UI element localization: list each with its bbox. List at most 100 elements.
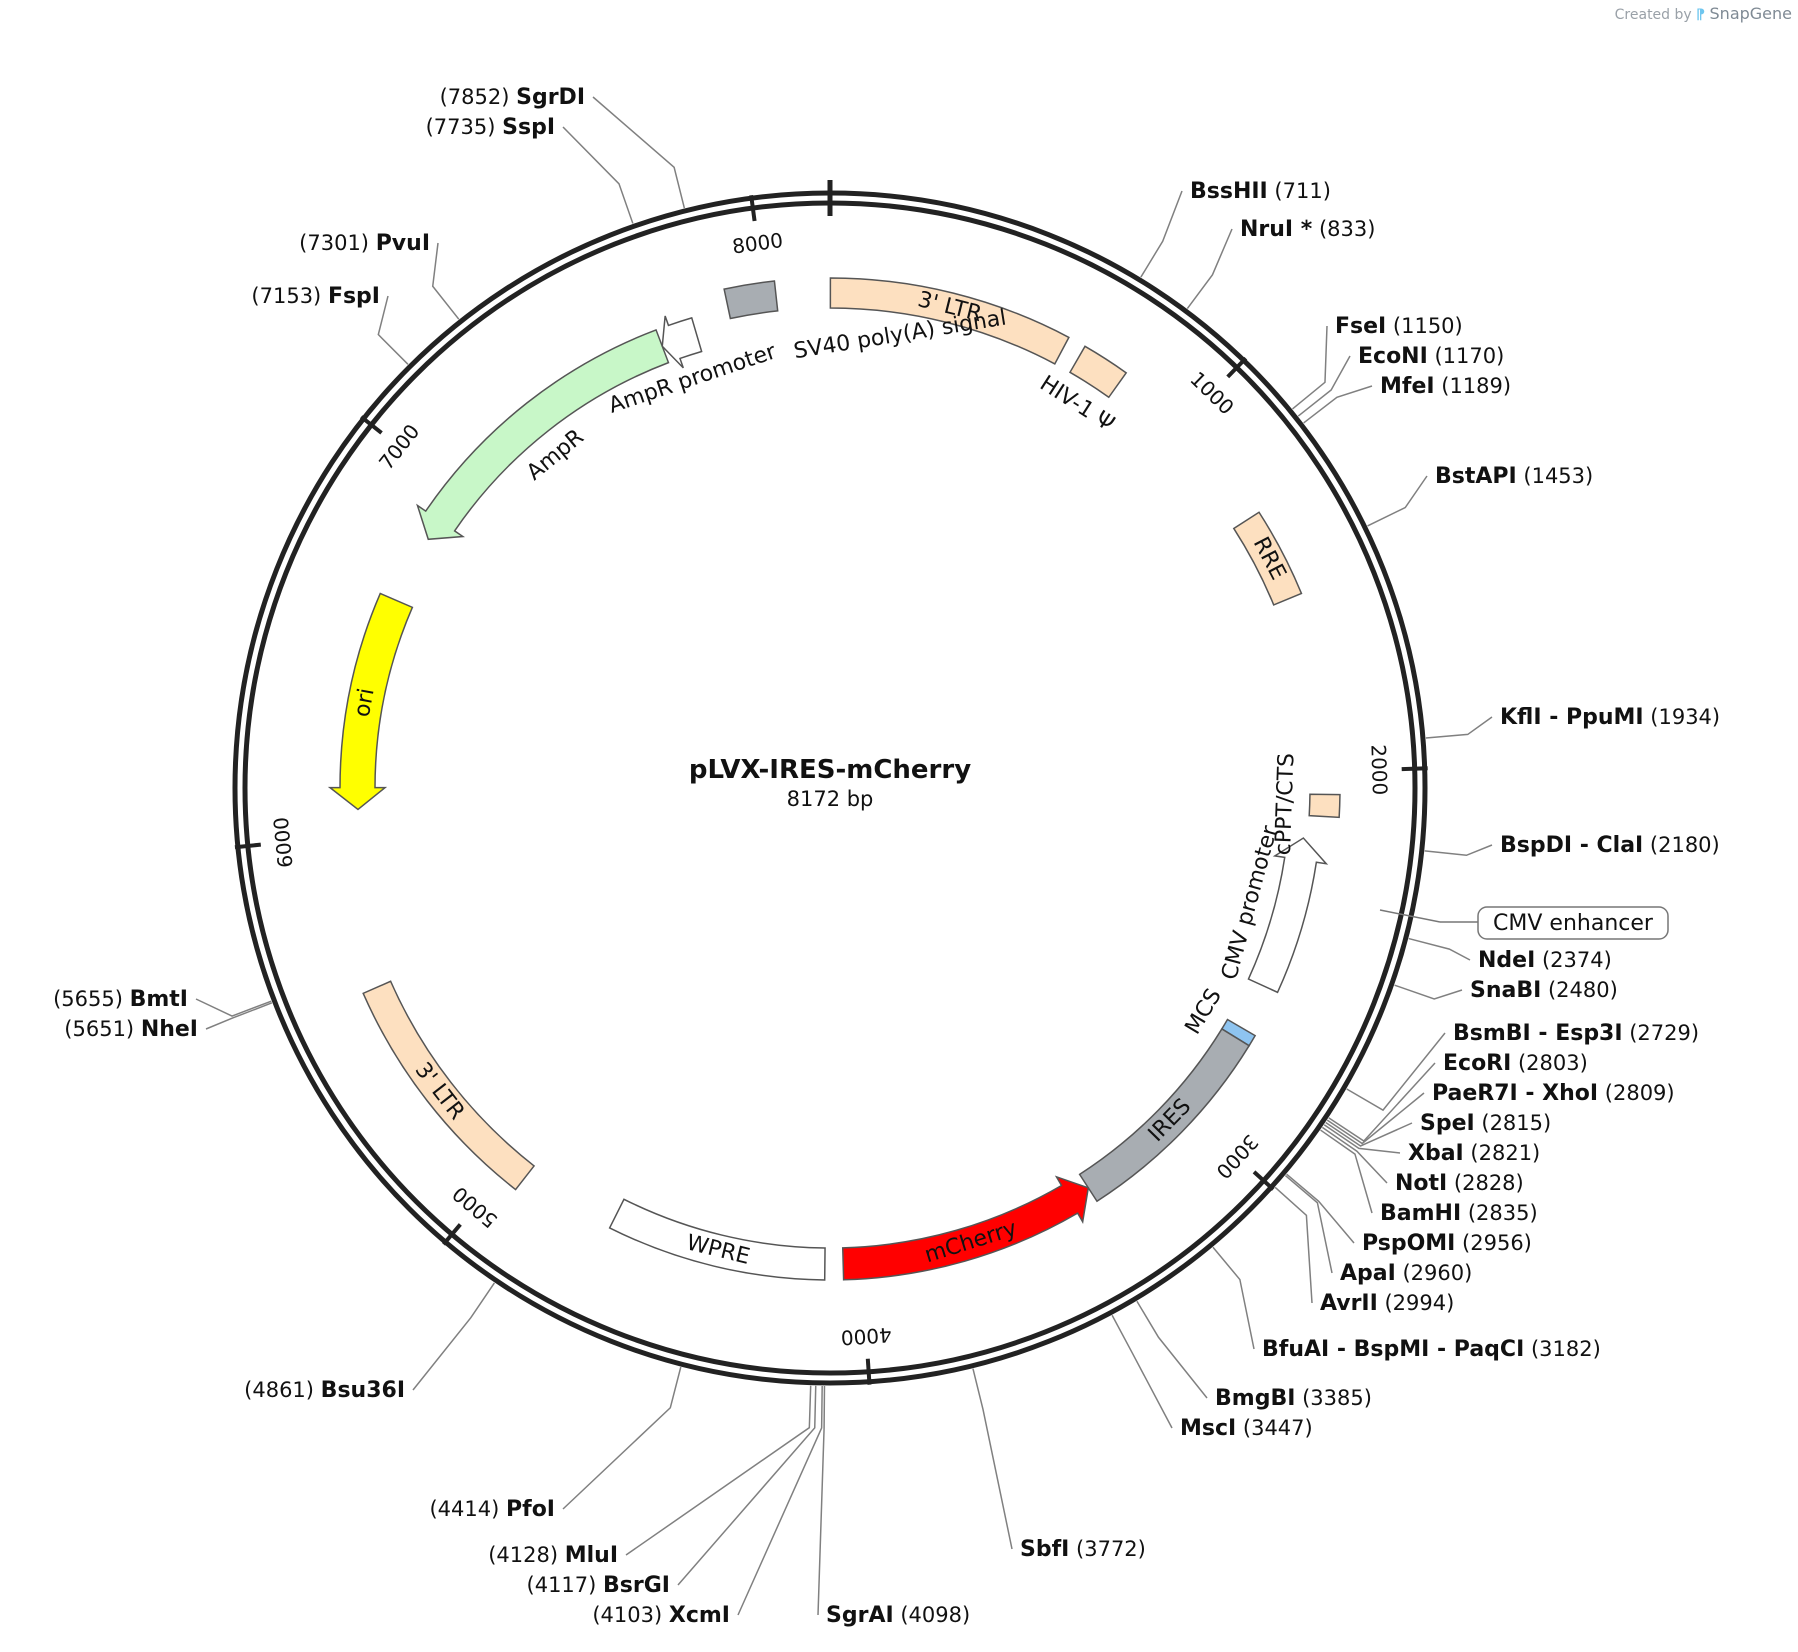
cmv-enhancer-label: CMV enhancer — [1493, 911, 1654, 936]
branding-prefix: Created by — [1614, 7, 1692, 23]
site-leader-17 — [1325, 1121, 1413, 1147]
site-mfei: MfeI (1189) — [1380, 374, 1511, 399]
site-leader-25 — [1136, 1300, 1208, 1399]
site-mlui: (4128) MluI — [488, 1543, 618, 1568]
site-enzyme: BsrGI — [603, 1573, 670, 1598]
site-enzyme: NheI — [141, 1017, 198, 1042]
site-ecori: EcoRI (2803) — [1443, 1051, 1588, 1076]
site-sgrdi: (7852) SgrDI — [440, 85, 585, 110]
tick-8000 — [749, 194, 757, 222]
site-paer7i-xhoi: PaeR7I - XhoI (2809) — [1432, 1081, 1675, 1106]
site-leader-19 — [1321, 1126, 1388, 1184]
site-leader-18 — [1323, 1124, 1401, 1154]
site-leader-5 — [1186, 228, 1233, 309]
site-leader-21 — [1286, 1173, 1355, 1244]
site-position: (3772) — [1069, 1537, 1146, 1561]
site-position: (2815) — [1475, 1111, 1552, 1135]
site-position: (833) — [1312, 217, 1375, 241]
site-apai: ApaI (2960) — [1340, 1261, 1472, 1286]
site-position: (2374) — [1535, 948, 1612, 972]
site-enzyme: SnaBI — [1470, 978, 1541, 1003]
site-enzyme: NotI — [1395, 1171, 1447, 1196]
site-enzyme: FspI — [328, 284, 380, 309]
site-bsu36i: (4861) Bsu36I — [244, 1378, 405, 1403]
site-position: (3447) — [1236, 1416, 1313, 1440]
site-enzyme: BstAPI — [1435, 464, 1517, 489]
site-leader-28 — [817, 1385, 826, 1616]
site-leader-23 — [1274, 1186, 1313, 1304]
site-sgrai: SgrAI (4098) — [826, 1603, 970, 1628]
site-leader-34 — [195, 998, 272, 1017]
feature-3-ltr-0 — [829, 277, 1070, 365]
site-position: (4414) — [429, 1497, 506, 1521]
site-leader-35 — [205, 1002, 273, 1030]
site-bsmbi-esp3i: BsmBI - Esp3I (2729) — [1453, 1021, 1699, 1046]
site-leader-0 — [592, 96, 686, 209]
site-leader-16 — [1326, 1092, 1425, 1145]
site-enzyme: BfuAI - BspMI - PaqCI — [1262, 1337, 1524, 1362]
site-position: (1170) — [1428, 344, 1505, 368]
branding-name: SnapGene — [1709, 4, 1792, 23]
feature-ori-10 — [327, 592, 414, 811]
site-leader-32 — [562, 1366, 682, 1510]
site-sbfi: SbfI (3772) — [1020, 1537, 1146, 1562]
site-leader-27 — [972, 1368, 1013, 1550]
site-enzyme: AvrII — [1320, 1291, 1378, 1316]
tick-label-6000: 6000 — [269, 816, 298, 869]
tick-label-4000: 4000 — [840, 1323, 892, 1350]
site-enzyme: NdeI — [1478, 948, 1535, 973]
site-leader-26 — [1111, 1314, 1173, 1429]
site-leader-14 — [1346, 1032, 1446, 1112]
feature-label-cppt-cts-3: cPPT/CTS — [1271, 753, 1300, 856]
site-position: (7852) — [440, 85, 517, 109]
site-position: (4098) — [894, 1603, 971, 1627]
site-enzyme: SbfI — [1020, 1537, 1069, 1562]
site-bfuai-bspmi-paqci: BfuAI - BspMI - PaqCI (3182) — [1262, 1337, 1601, 1362]
site-enzyme: SpeI — [1420, 1111, 1475, 1136]
site-leader-15 — [1328, 1062, 1436, 1143]
site-enzyme: XbaI — [1408, 1141, 1464, 1166]
plasmid-name: pLVX-IRES-mCherry — [689, 755, 971, 785]
site-position: (7301) — [299, 231, 376, 255]
feature-3-ltr-9 — [362, 980, 536, 1191]
site-avrii: AvrII (2994) — [1320, 1291, 1454, 1316]
site-position: (1189) — [1435, 374, 1512, 398]
site-position: (3182) — [1524, 1337, 1601, 1361]
site-enzyme: KflI - PpuMI — [1500, 705, 1644, 730]
site-nhei: (5651) NheI — [64, 1017, 198, 1042]
site-leader-lines — [195, 96, 1493, 1616]
site-leader-9 — [1367, 475, 1428, 527]
site-leader-10 — [1425, 716, 1493, 739]
site-enzyme: XcmI — [669, 1603, 730, 1628]
site-bspdi-clai: BspDI - ClaI (2180) — [1500, 833, 1720, 858]
site-position: (2835) — [1461, 1201, 1538, 1225]
site-pfoi: (4414) PfoI — [429, 1497, 555, 1522]
site-position: (5651) — [64, 1017, 141, 1041]
site-enzyme: SgrAI — [826, 1603, 894, 1628]
tick-3000 — [1252, 1170, 1275, 1191]
feature-cmv-promoter-4 — [1247, 837, 1329, 994]
site-kfli-ppumi: KflI - PpuMI (1934) — [1500, 705, 1720, 730]
feature-mcherry-7 — [841, 1175, 1090, 1281]
site-position: (2729) — [1623, 1021, 1700, 1045]
site-enzyme: PfoI — [506, 1497, 555, 1522]
feature-ampr-11 — [416, 328, 670, 541]
snapgene-branding: Created by ⁋ SnapGene — [1615, 4, 1792, 23]
site-position: (2828) — [1447, 1171, 1524, 1195]
site-enzyme: SgrDI — [516, 85, 585, 110]
plasmid-length: 8172 bp — [787, 787, 874, 811]
site-position: (2803) — [1511, 1051, 1588, 1075]
site-leader-2 — [431, 242, 460, 320]
site-pvui: (7301) PvuI — [299, 231, 430, 256]
feature-wpre-8 — [608, 1198, 826, 1281]
site-leader-30 — [677, 1385, 817, 1586]
site-leader-24 — [1212, 1246, 1255, 1350]
site-leader-8 — [1303, 385, 1373, 424]
feature-label-ori-10: ori — [350, 686, 380, 719]
site-position: (4103) — [592, 1603, 669, 1627]
site-position: (4861) — [244, 1378, 321, 1402]
site-position: (1934) — [1644, 705, 1721, 729]
snapgene-logo-icon: ⁋ — [1696, 7, 1706, 23]
site-enzyme: MfeI — [1380, 374, 1435, 399]
site-labels: (7852) SgrDI(7735) SspI(7301) PvuI(7153)… — [53, 85, 1720, 1628]
